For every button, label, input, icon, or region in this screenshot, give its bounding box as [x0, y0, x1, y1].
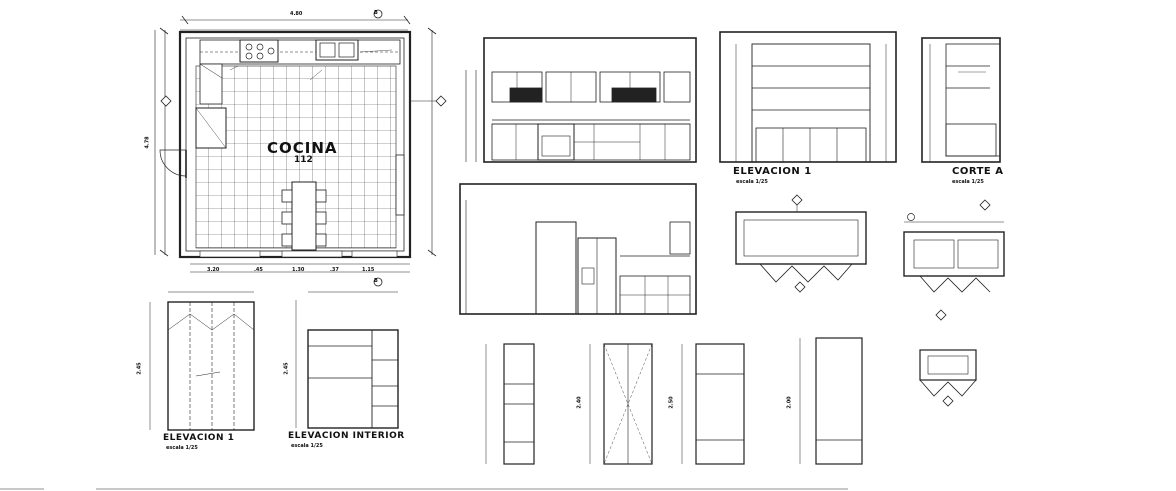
room-number-label: 112: [294, 155, 313, 165]
plan-dim-left: 4.78: [144, 136, 151, 149]
elevacion-interior-title: ELEVACION INTERIOR: [288, 431, 405, 441]
plan-dim-top: 4.80: [290, 11, 303, 17]
fridge-wall-elevation: [459, 183, 697, 315]
elevacion-1-bottom-title: ELEVACION 1: [163, 433, 235, 443]
plan-dim-bottom-2: .45: [254, 267, 263, 273]
kitchen-floor-plan: [154, 9, 447, 287]
elevacion-interior: [295, 291, 399, 429]
plan-dim-bottom-1: 3.20: [207, 267, 220, 273]
elevacion-interior-scale: escala 1/25: [291, 443, 323, 449]
elevacion-1-top-scale: escala 1/25: [736, 179, 768, 185]
elevacion-1-wardrobe: [149, 291, 255, 431]
cabinet-4-height-dim: 2.00: [786, 396, 793, 409]
corte-a-title: CORTE A: [952, 166, 1004, 177]
elevacion-1-bottom-scale: escala 1/25: [166, 445, 198, 451]
axis-tag-bottom: B: [374, 278, 378, 284]
elevint-height-dim: 2.45: [283, 362, 290, 375]
cabinet-2-height-dim: 2.40: [576, 396, 583, 409]
elevacion-1-shelving: [719, 31, 897, 163]
plan-dim-bottom-4: .37: [330, 267, 339, 273]
counter-plan-detail: [735, 194, 867, 293]
room-name-label: COCINA: [267, 139, 338, 157]
plan-dim-bottom-5: 1.15: [362, 267, 375, 273]
sink-cabinet-detail: [903, 199, 1005, 293]
corte-a-section: [921, 37, 1001, 163]
plan-dim-bottom-3: 1.30: [292, 267, 305, 273]
kitchen-wall-elevation: [465, 37, 697, 163]
cabinet-3-height-dim: 2.50: [668, 396, 675, 409]
corte-a-scale: escala 1/25: [952, 179, 984, 185]
elev1-bottom-height-dim: 2.45: [136, 362, 143, 375]
cabinet-elevations-row: [485, 309, 977, 465]
axis-tag-top: B: [374, 10, 378, 16]
elevacion-1-top-title: ELEVACION 1: [733, 166, 812, 177]
